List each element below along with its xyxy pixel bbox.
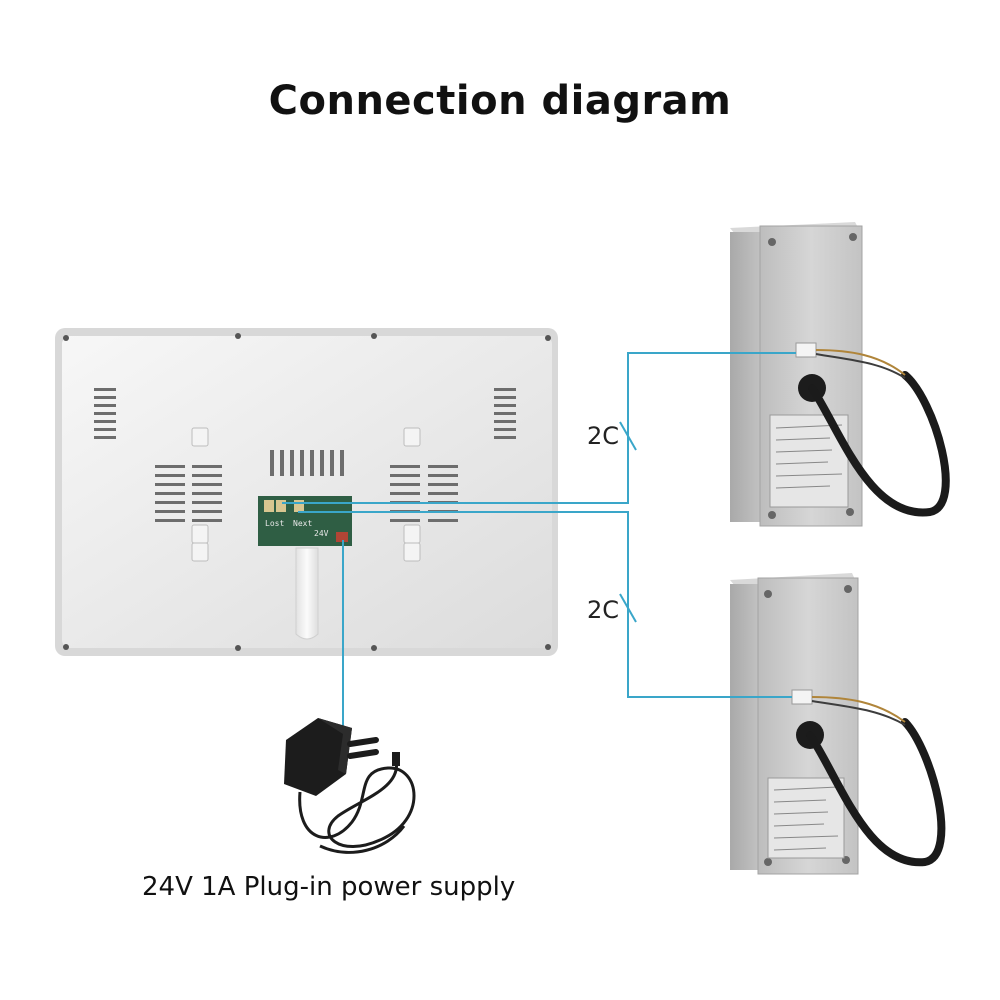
terminal-block-3 [294, 500, 304, 512]
unit-1-cable [808, 371, 950, 517]
monitor-screws [63, 333, 551, 651]
port-label-24v: 24V [314, 529, 329, 538]
monitor-vents-left-top [94, 388, 116, 439]
unit-2-sticker-lines [773, 786, 839, 851]
diagram-title: Connection diagram [268, 78, 732, 124]
monitor-vents-right-top [494, 388, 516, 439]
connection-wires [282, 352, 796, 728]
monitor-vents-left-middle [155, 465, 222, 522]
port-label-lost: Lost [265, 519, 284, 528]
unit-2-wire-a [811, 696, 906, 723]
adapter-pin-2 [347, 749, 379, 759]
adapter-pin-1 [347, 737, 379, 747]
adapter-cable-loop [319, 825, 406, 854]
wire-monitor-to-unit-2 [298, 511, 792, 698]
indoor-monitor: Lost Next 24V [55, 328, 558, 656]
power-adapter [284, 718, 416, 854]
unit-1-connector [795, 342, 817, 358]
monitor-mount-tabs [191, 427, 421, 562]
terminal-block-1 [264, 500, 274, 512]
unit-1-wire-b [815, 353, 906, 379]
adapter-body [284, 718, 352, 796]
cable-label-2c-lower: 2C [587, 596, 620, 624]
outdoor-unit-2 [730, 573, 946, 875]
unit-2-wire-b [811, 700, 906, 726]
power-jack-24v [336, 532, 348, 542]
unit-2-connector [791, 689, 813, 705]
monitor-vents-top-center [270, 450, 344, 476]
terminal-block-2 [276, 500, 286, 512]
unit-2-cable [806, 718, 946, 867]
power-supply-label: 24V 1A Plug-in power supply [142, 872, 516, 902]
unit-2-sticker [767, 777, 845, 859]
monitor-stand [295, 547, 319, 640]
cable-slash-marks [619, 421, 637, 623]
adapter-plug-tip [392, 752, 400, 766]
unit-1-wire-a [815, 349, 906, 376]
adapter-side [318, 718, 352, 774]
adapter-cable [298, 759, 416, 848]
monitor-back-panel [62, 336, 552, 648]
outdoor-unit-1 [730, 222, 950, 527]
port-label-next: Next [293, 519, 312, 528]
cable-label-2c-upper: 2C [587, 422, 620, 450]
wire-monitor-to-unit-1 [282, 352, 796, 504]
